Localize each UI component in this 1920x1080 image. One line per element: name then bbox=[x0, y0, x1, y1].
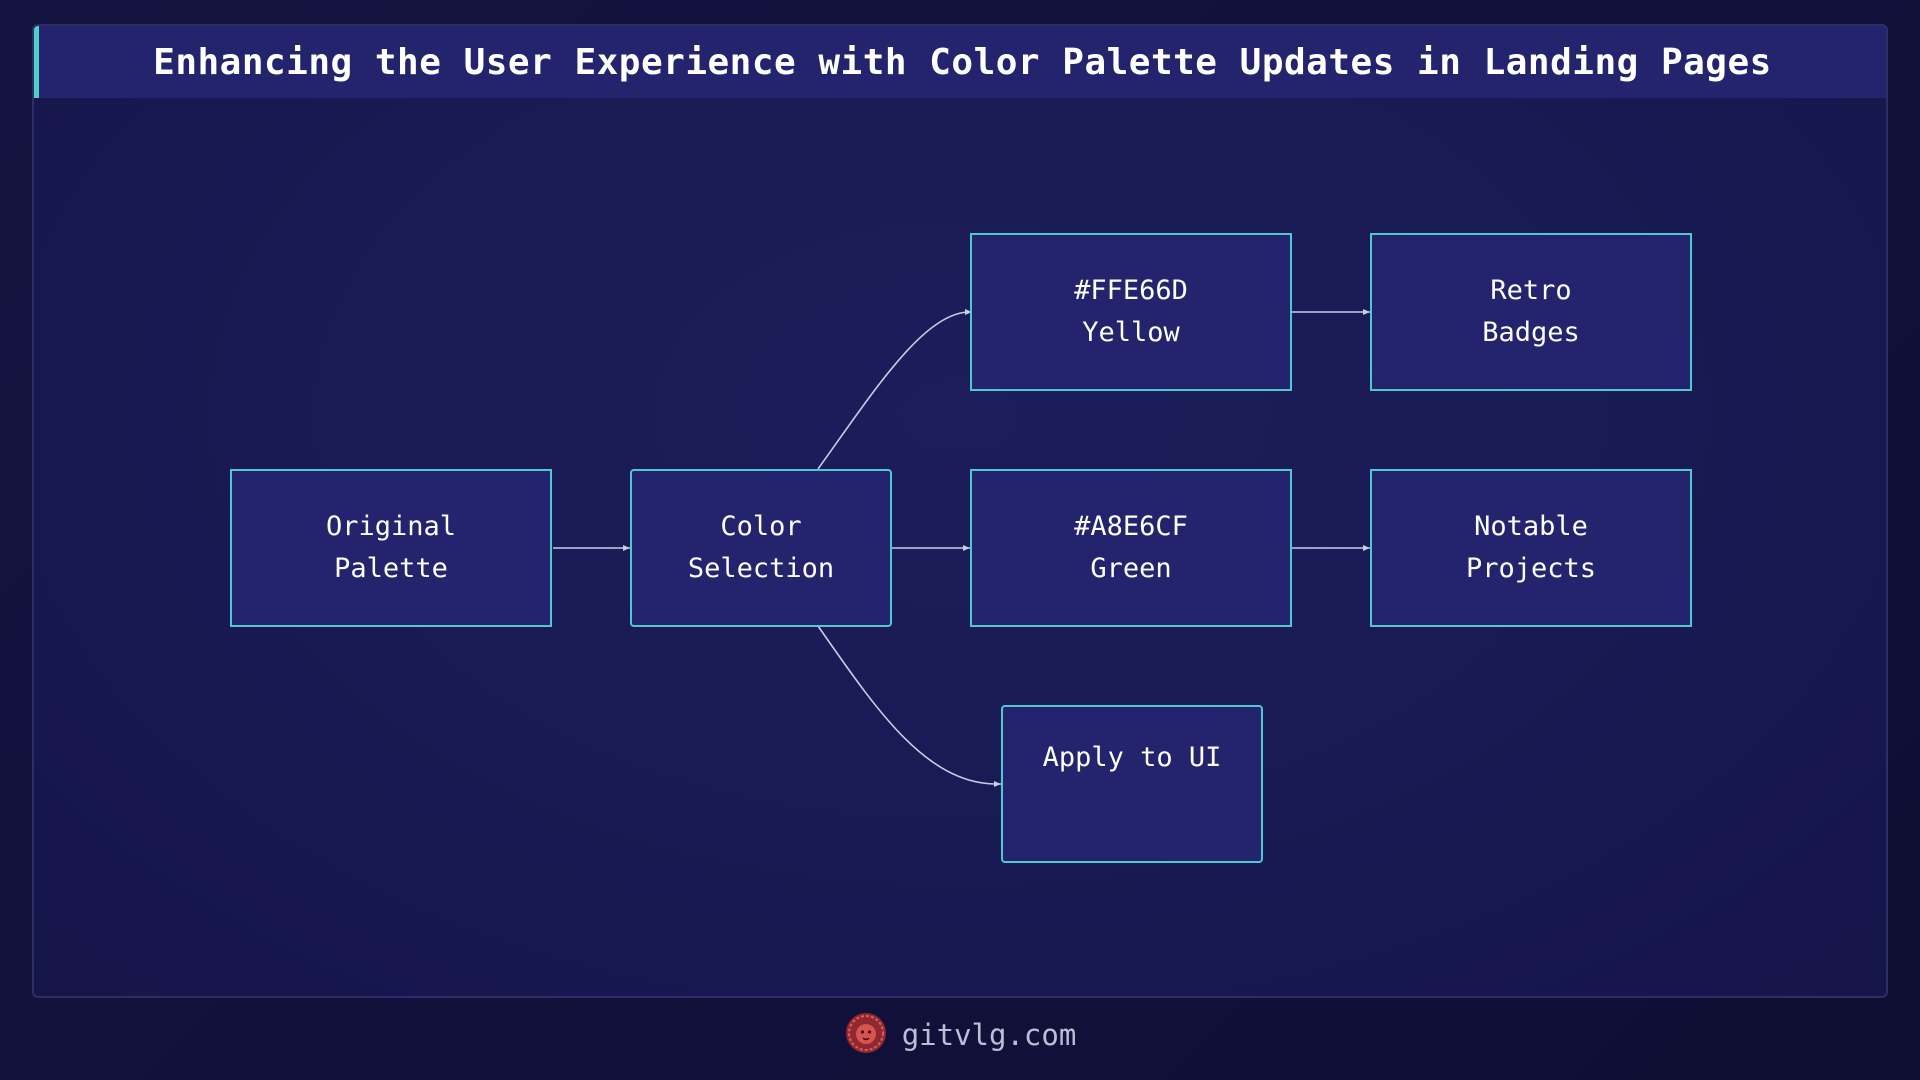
node-line: Color bbox=[720, 511, 802, 542]
node-original-palette: Original Palette bbox=[230, 469, 552, 627]
node-line: Apply to UI bbox=[1042, 742, 1222, 773]
node-retro-badges: Retro Badges bbox=[1370, 233, 1692, 391]
node-line: Selection bbox=[687, 553, 835, 584]
node-yellow: #FFE66D Yellow bbox=[970, 233, 1292, 391]
node-line: Retro bbox=[1490, 275, 1572, 306]
node-color-selection: Color Selection bbox=[630, 469, 892, 627]
edge-selection-to-yellow bbox=[817, 309, 972, 470]
node-green: #A8E6CF Green bbox=[970, 469, 1292, 627]
node-notable-projects: Notable Projects bbox=[1370, 469, 1692, 627]
flow-edges bbox=[553, 309, 1370, 787]
edge-selection-to-apply bbox=[817, 625, 1001, 787]
node-line: Original bbox=[325, 511, 457, 542]
node-line: Projects bbox=[1465, 553, 1597, 584]
diagram-title: Enhancing the User Experience with Color… bbox=[153, 41, 1772, 83]
node-line: #FFE66D bbox=[1074, 275, 1188, 306]
node-line: Green bbox=[1090, 553, 1172, 584]
node-line: #A8E6CF bbox=[1074, 511, 1188, 542]
lion-logo-icon bbox=[844, 1011, 888, 1059]
diagram-panel: Enhancing the User Experience with Color… bbox=[32, 24, 1888, 998]
node-line: Notable bbox=[1474, 511, 1588, 542]
footer-site-link[interactable]: gitvlg.com bbox=[901, 1018, 1077, 1052]
node-line: Badges bbox=[1482, 317, 1580, 348]
node-line: Yellow bbox=[1082, 317, 1180, 348]
node-apply-to-ui: Apply to UI bbox=[1001, 705, 1263, 863]
footer: gitvlg.com bbox=[0, 1010, 1920, 1060]
title-bar: Enhancing the User Experience with Color… bbox=[34, 26, 1886, 98]
node-line: Palette bbox=[334, 553, 448, 584]
